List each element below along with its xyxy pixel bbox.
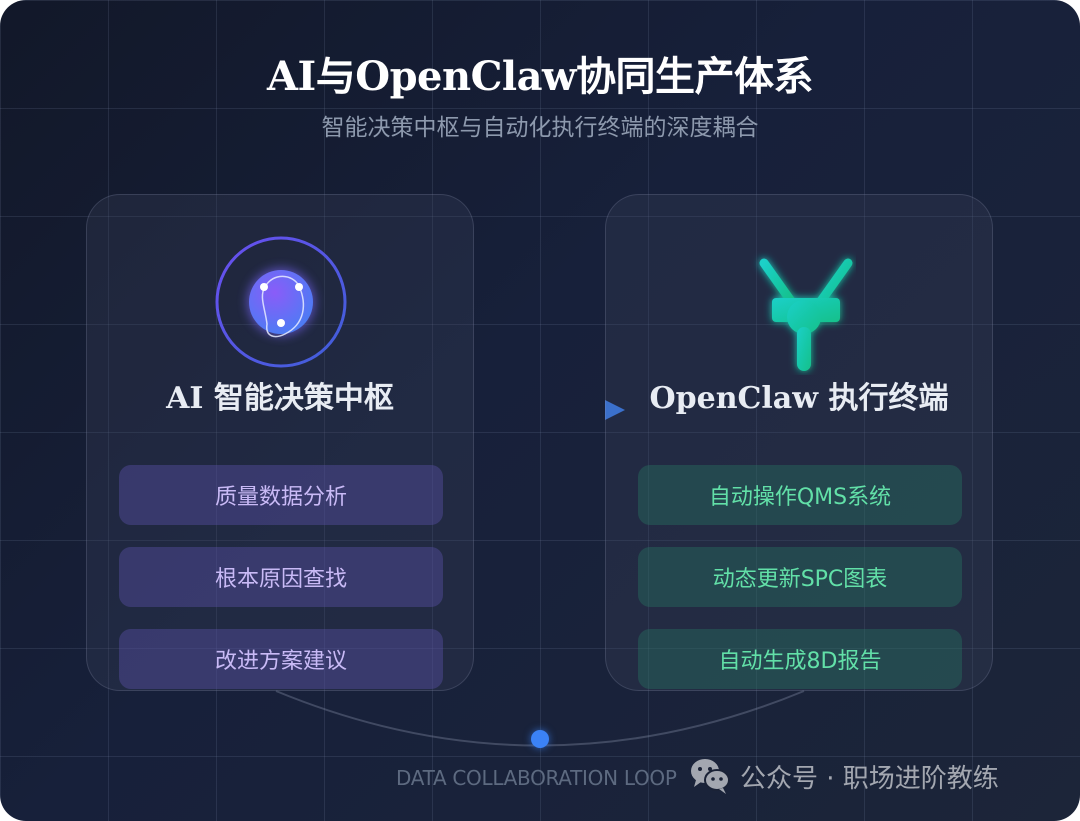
ai-brain-orb-icon	[215, 236, 347, 368]
watermark: 公众号 · 职场进阶教练	[688, 756, 999, 796]
page-subtitle: 智能决策中枢与自动化执行终端的深度耦合	[321, 115, 759, 141]
loop-node-dot	[531, 730, 549, 748]
openclaw-item-8d: 自动生成8D报告	[638, 629, 962, 689]
openclaw-card-heading: OpenClaw 执行终端	[649, 381, 949, 416]
openclaw-item-qms: 自动操作QMS系统	[638, 465, 962, 525]
loop-label: DATA COLLABORATION LOOP	[396, 766, 677, 790]
wechat-icon	[691, 759, 730, 794]
robotic-claw-icon	[759, 258, 853, 371]
watermark-text: 公众号 · 职场进阶教练	[740, 763, 999, 794]
ai-item-root-cause: 根本原因查找	[119, 547, 443, 607]
ai-item-quality-analysis: 质量数据分析	[119, 465, 443, 525]
ai-decision-card: AI 智能决策中枢 质量数据分析 根本原因查找 改进方案建议	[86, 194, 474, 691]
arrow-right-icon	[605, 400, 625, 420]
page-title: AI与OpenClaw协同生产体系	[267, 53, 813, 100]
ai-card-heading: AI 智能决策中枢	[166, 381, 394, 416]
openclaw-item-spc: 动态更新SPC图表	[638, 547, 962, 607]
openclaw-execution-card: OpenClaw 执行终端 自动操作QMS系统 动态更新SPC图表 自动生成8D…	[605, 194, 993, 691]
ai-item-improvement: 改进方案建议	[119, 629, 443, 689]
